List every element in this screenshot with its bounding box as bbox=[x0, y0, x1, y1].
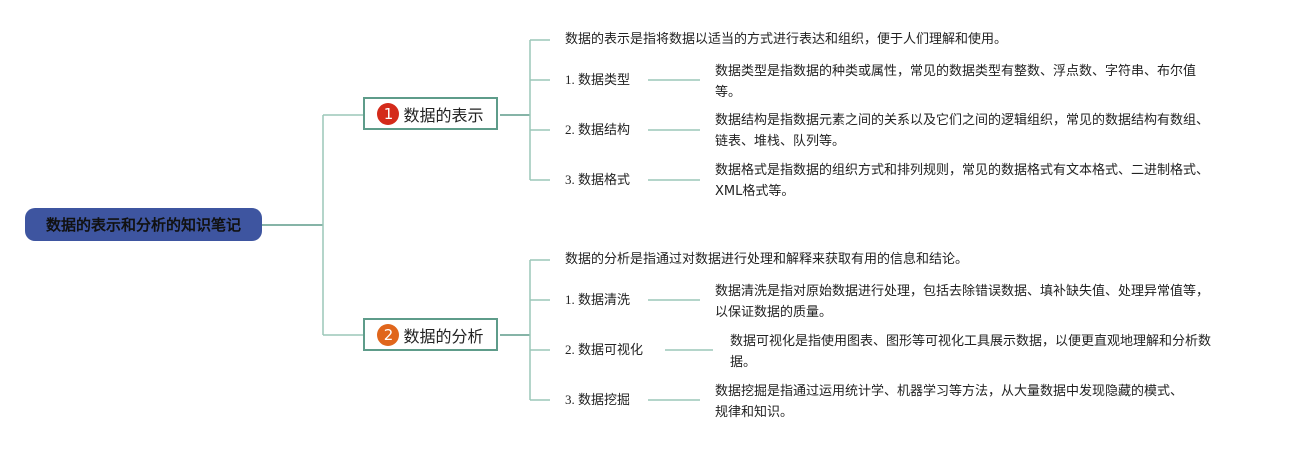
topic-node[interactable]: 1. 数据清洗 bbox=[565, 292, 631, 307]
description-node[interactable]: 数据类型是指数据的种类或属性，常见的数据类型有整数、浮点数、字符串、布尔值等。 bbox=[715, 64, 1197, 100]
description-node[interactable]: 数据挖掘是指通过运用统计学、机器学习等方法，从大量数据中发现隐藏的模式、规律和知… bbox=[715, 384, 1184, 420]
description-node[interactable]: 数据结构是指数据元素之间的关系以及它们之间的逻辑组织，常见的数据结构有数组、链表… bbox=[715, 113, 1210, 149]
topic-node[interactable]: 1. 数据类型 bbox=[565, 72, 631, 87]
branch-node-analysis[interactable]: 2 数据的分析 bbox=[363, 318, 498, 351]
topic-node[interactable]: 2. 数据可视化 bbox=[565, 342, 644, 357]
summary-node[interactable]: 数据的分析是指通过对数据进行处理和解释来获取有用的信息和结论。 bbox=[565, 252, 969, 267]
root-node[interactable]: 数据的表示和分析的知识笔记 bbox=[25, 208, 262, 241]
topic-node[interactable]: 2. 数据结构 bbox=[565, 122, 631, 137]
branch-node-representation[interactable]: 1 数据的表示 bbox=[363, 97, 498, 130]
number-2-badge-icon: 2 bbox=[377, 323, 400, 346]
topic-node[interactable]: 3. 数据挖掘 bbox=[565, 392, 631, 407]
description-node[interactable]: 数据格式是指数据的组织方式和排列规则，常见的数据格式有文本格式、二进制格式、XM… bbox=[715, 163, 1210, 199]
branch-title: 数据的分析 bbox=[403, 326, 484, 346]
root-title: 数据的表示和分析的知识笔记 bbox=[45, 216, 241, 234]
summary-node[interactable]: 数据的表示是指将数据以适当的方式进行表达和组织，便于人们理解和使用。 bbox=[565, 32, 1008, 47]
number-1-badge-icon: 1 bbox=[377, 102, 400, 125]
description-node[interactable]: 数据可视化是指使用图表、图形等可视化工具展示数据，以便更直观地理解和分析数据。 bbox=[730, 334, 1212, 370]
branch-title: 数据的表示 bbox=[403, 105, 484, 125]
topic-node[interactable]: 3. 数据格式 bbox=[565, 172, 631, 187]
description-node[interactable]: 数据清洗是指对原始数据进行处理，包括去除错误数据、填补缺失值、处理异常值等，以保… bbox=[715, 284, 1210, 320]
